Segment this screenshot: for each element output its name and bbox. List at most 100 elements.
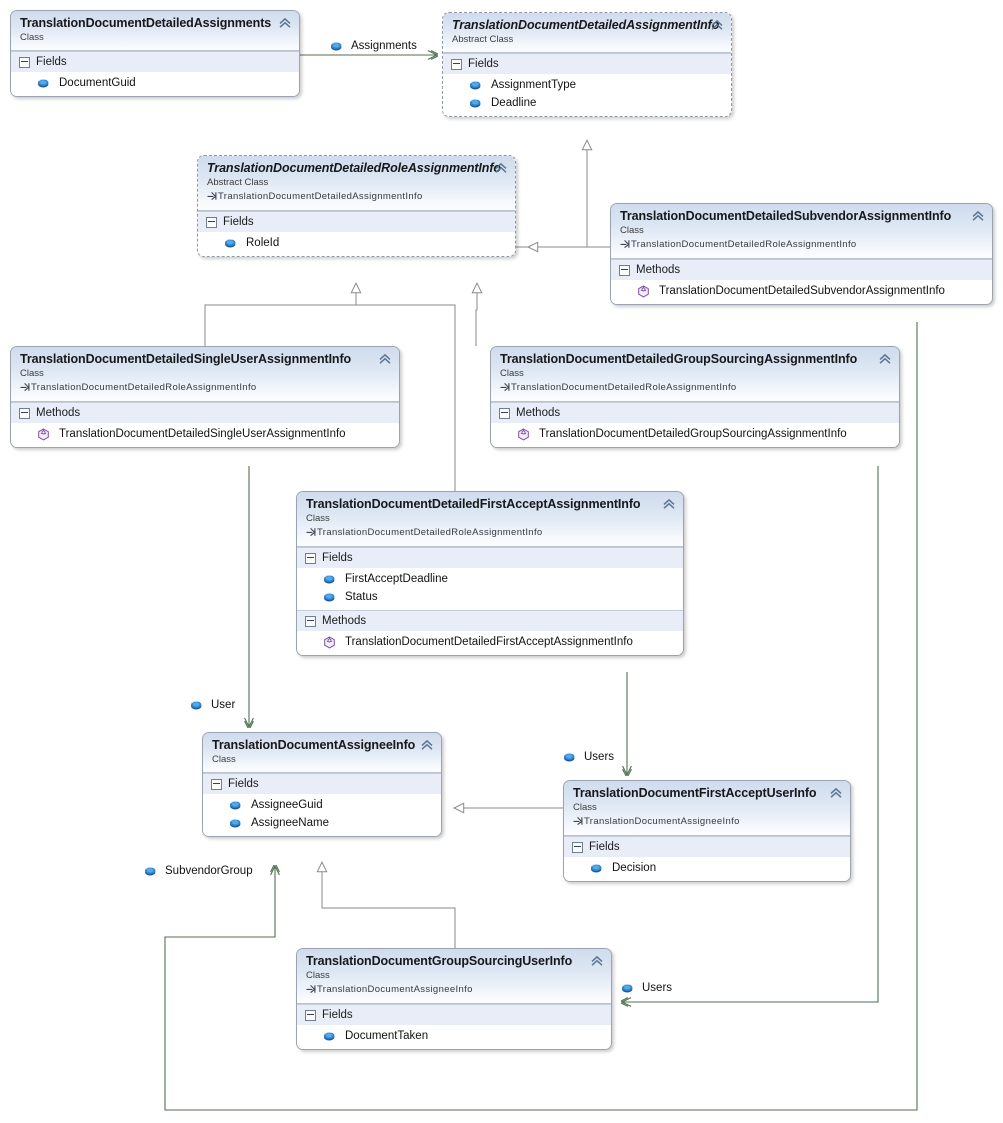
member-name: TranslationDocumentDetailedGroupSourcing… — [539, 428, 847, 440]
class-name: TranslationDocumentDetailedFirstAcceptAs… — [306, 497, 641, 511]
class-name: TranslationDocumentFirstAcceptUserInfo — [573, 786, 817, 800]
association-label-assoc-subvendorgroup[interactable]: SubvendorGroup — [144, 864, 253, 878]
collapse-chevron-up-icon[interactable] — [662, 498, 676, 510]
compartment-label: Methods — [36, 407, 81, 419]
member-row[interactable]: Decision — [564, 859, 850, 877]
collapse-chevron-up-icon[interactable] — [829, 787, 843, 799]
class-header-detailed-role-assignment-info: TranslationDocumentDetailedRoleAssignmen… — [198, 156, 515, 211]
member-row[interactable]: DocumentGuid — [11, 74, 299, 92]
member-list: TranslationDocumentDetailedGroupSourcing… — [491, 423, 899, 447]
minus-expander-icon[interactable] — [305, 1009, 316, 1021]
compartment-header[interactable]: Fields — [11, 52, 299, 72]
member-row[interactable]: AssigneeGuid — [203, 796, 441, 814]
member-name: TranslationDocumentDetailedSubvendorAssi… — [659, 285, 945, 297]
association-label-text: Users — [584, 751, 615, 763]
class-box-detailed-first-accept-assignment-info[interactable]: TranslationDocumentDetailedFirstAcceptAs… — [296, 491, 684, 656]
member-list: TranslationDocumentDetailedSingleUserAss… — [11, 423, 399, 447]
member-name: Deadline — [491, 97, 537, 109]
compartment-label: Fields — [322, 1009, 353, 1021]
class-box-detailed-assignment-info[interactable]: TranslationDocumentDetailedAssignmentInf… — [442, 12, 732, 117]
class-header-detailed-assignment-info: TranslationDocumentDetailedAssignmentInf… — [443, 13, 731, 53]
collapse-chevron-up-icon[interactable] — [420, 739, 434, 751]
minus-expander-icon[interactable] — [451, 58, 462, 70]
minus-expander-icon[interactable] — [19, 56, 30, 68]
member-row[interactable]: FirstAcceptDeadline — [297, 570, 683, 588]
member-row[interactable]: AssigneeName — [203, 814, 441, 832]
class-base-type: TranslationDocumentDetailedRoleAssignmen… — [500, 381, 890, 395]
class-stereotype: Class — [306, 970, 330, 981]
field-icon — [191, 700, 202, 709]
class-base-name: TranslationDocumentDetailedRoleAssignmen… — [511, 382, 737, 393]
member-row[interactable]: TranslationDocumentDetailedSubvendorAssi… — [611, 282, 992, 300]
collapse-chevron-up-icon[interactable] — [278, 17, 292, 29]
method-icon — [324, 635, 335, 648]
collapse-chevron-up-icon[interactable] — [878, 353, 892, 365]
class-base-type: TranslationDocumentDetailedRoleAssignmen… — [20, 381, 390, 395]
minus-expander-icon[interactable] — [572, 841, 583, 853]
minus-expander-icon[interactable] — [619, 264, 630, 276]
member-row[interactable]: TranslationDocumentDetailedFirstAcceptAs… — [297, 633, 683, 651]
class-name: TranslationDocumentDetailedAssignments — [20, 16, 272, 30]
minus-expander-icon[interactable] — [206, 216, 217, 228]
member-row[interactable]: RoleId — [198, 234, 515, 252]
association-label-assoc-user[interactable]: User — [190, 698, 235, 712]
collapse-chevron-up-icon[interactable] — [378, 353, 392, 365]
class-base-type: TranslationDocumentAssigneeInfo — [306, 983, 602, 997]
compartment-header[interactable]: Fields — [297, 548, 683, 568]
field-icon — [225, 238, 236, 247]
class-box-detailed-subvendor-assignment-info[interactable]: TranslationDocumentDetailedSubvendorAssi… — [610, 203, 993, 305]
inherit-role-to-assignment — [516, 138, 593, 248]
compartment-header[interactable]: Fields — [203, 774, 441, 794]
collapse-chevron-up-icon[interactable] — [590, 955, 604, 967]
member-row[interactable]: AssignmentType — [443, 76, 731, 94]
compartment-header[interactable]: Methods — [297, 611, 683, 631]
member-row[interactable]: DocumentTaken — [297, 1027, 611, 1045]
class-box-detailed-single-user-assignment-info[interactable]: TranslationDocumentDetailedSingleUserAss… — [10, 346, 400, 448]
class-stereotype: Abstract Class — [207, 177, 269, 188]
member-row[interactable]: TranslationDocumentDetailedGroupSourcing… — [491, 425, 899, 443]
association-label-assoc-assignments[interactable]: Assignments — [330, 39, 417, 53]
minus-expander-icon[interactable] — [19, 407, 30, 419]
association-label-assoc-users-groupsourcing[interactable]: Users — [621, 981, 672, 995]
member-row[interactable]: TranslationDocumentDetailedSingleUserAss… — [11, 425, 399, 443]
field-icon — [591, 863, 602, 872]
member-name: AssigneeName — [251, 817, 329, 829]
member-name: AssignmentType — [491, 79, 577, 91]
compartment-header[interactable]: Fields — [443, 54, 731, 74]
collapse-chevron-up-icon[interactable] — [710, 19, 724, 31]
class-stereotype: Class — [20, 32, 44, 43]
class-box-group-sourcing-user-info[interactable]: TranslationDocumentGroupSourcingUserInfo… — [296, 948, 612, 1050]
compartment-label: Fields — [223, 216, 254, 228]
member-name: DocumentTaken — [345, 1030, 429, 1042]
field-icon — [470, 80, 481, 89]
minus-expander-icon[interactable] — [305, 615, 316, 627]
member-name: TranslationDocumentDetailedSingleUserAss… — [59, 428, 346, 440]
field-icon — [564, 752, 575, 761]
class-box-detailed-role-assignment-info[interactable]: TranslationDocumentDetailedRoleAssignmen… — [197, 155, 516, 257]
member-list: DocumentGuid — [11, 72, 299, 96]
member-list: TranslationDocumentDetailedFirstAcceptAs… — [297, 631, 683, 655]
compartment-header[interactable]: Fields — [297, 1005, 611, 1025]
member-row[interactable]: Deadline — [443, 94, 731, 112]
compartment-header[interactable]: Fields — [564, 837, 850, 857]
minus-expander-icon[interactable] — [305, 552, 316, 564]
compartment-header[interactable]: Methods — [611, 260, 992, 280]
class-base-type: TranslationDocumentDetailedAssignmentInf… — [207, 190, 506, 204]
member-row[interactable]: Status — [297, 588, 683, 606]
compartment-header[interactable]: Methods — [491, 403, 899, 423]
collapse-chevron-up-icon[interactable] — [971, 210, 985, 222]
minus-expander-icon[interactable] — [499, 407, 510, 419]
compartment-header[interactable]: Methods — [11, 403, 399, 423]
class-box-detailed-group-sourcing-assignment-info[interactable]: TranslationDocumentDetailedGroupSourcing… — [490, 346, 900, 448]
compartment-header[interactable]: Fields — [198, 212, 515, 232]
collapse-chevron-up-icon[interactable] — [494, 162, 508, 174]
association-label-assoc-users-firstaccept[interactable]: Users — [563, 750, 614, 764]
class-base-name: TranslationDocumentDetailedRoleAssignmen… — [31, 382, 257, 393]
minus-expander-icon[interactable] — [211, 778, 222, 790]
